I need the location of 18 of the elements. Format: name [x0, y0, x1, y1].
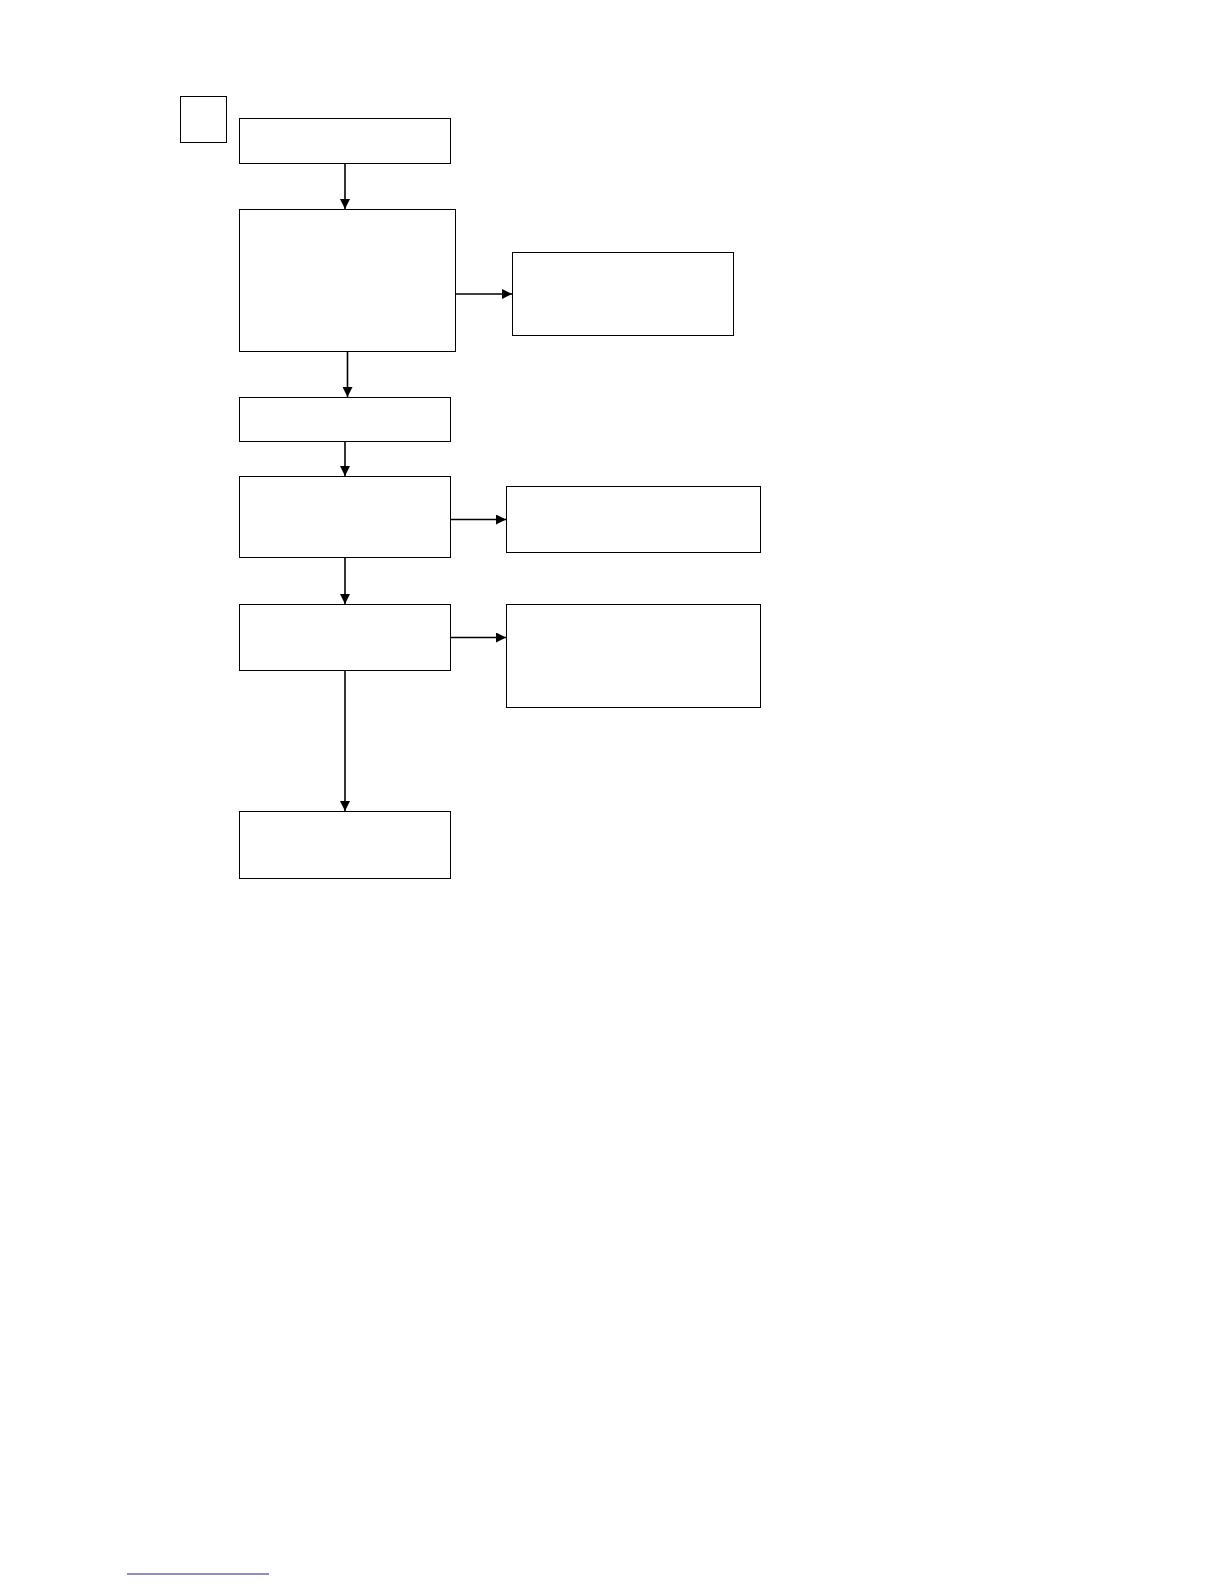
empty-box	[180, 96, 227, 143]
arrow	[455, 289, 513, 299]
arrow	[340, 557, 350, 605]
empty-box	[239, 118, 451, 164]
empty-box	[239, 397, 451, 442]
empty-box	[239, 811, 451, 879]
empty-box	[512, 252, 734, 336]
arrow	[450, 514, 507, 525]
arrow	[450, 632, 507, 643]
empty-box	[506, 604, 761, 708]
arrow	[340, 441, 350, 477]
arrow	[340, 163, 350, 210]
arrow	[342, 351, 353, 398]
empty-box	[239, 209, 456, 352]
arrow	[340, 670, 350, 812]
empty-box	[239, 604, 451, 671]
empty-box	[239, 476, 451, 558]
empty-box	[506, 486, 761, 553]
